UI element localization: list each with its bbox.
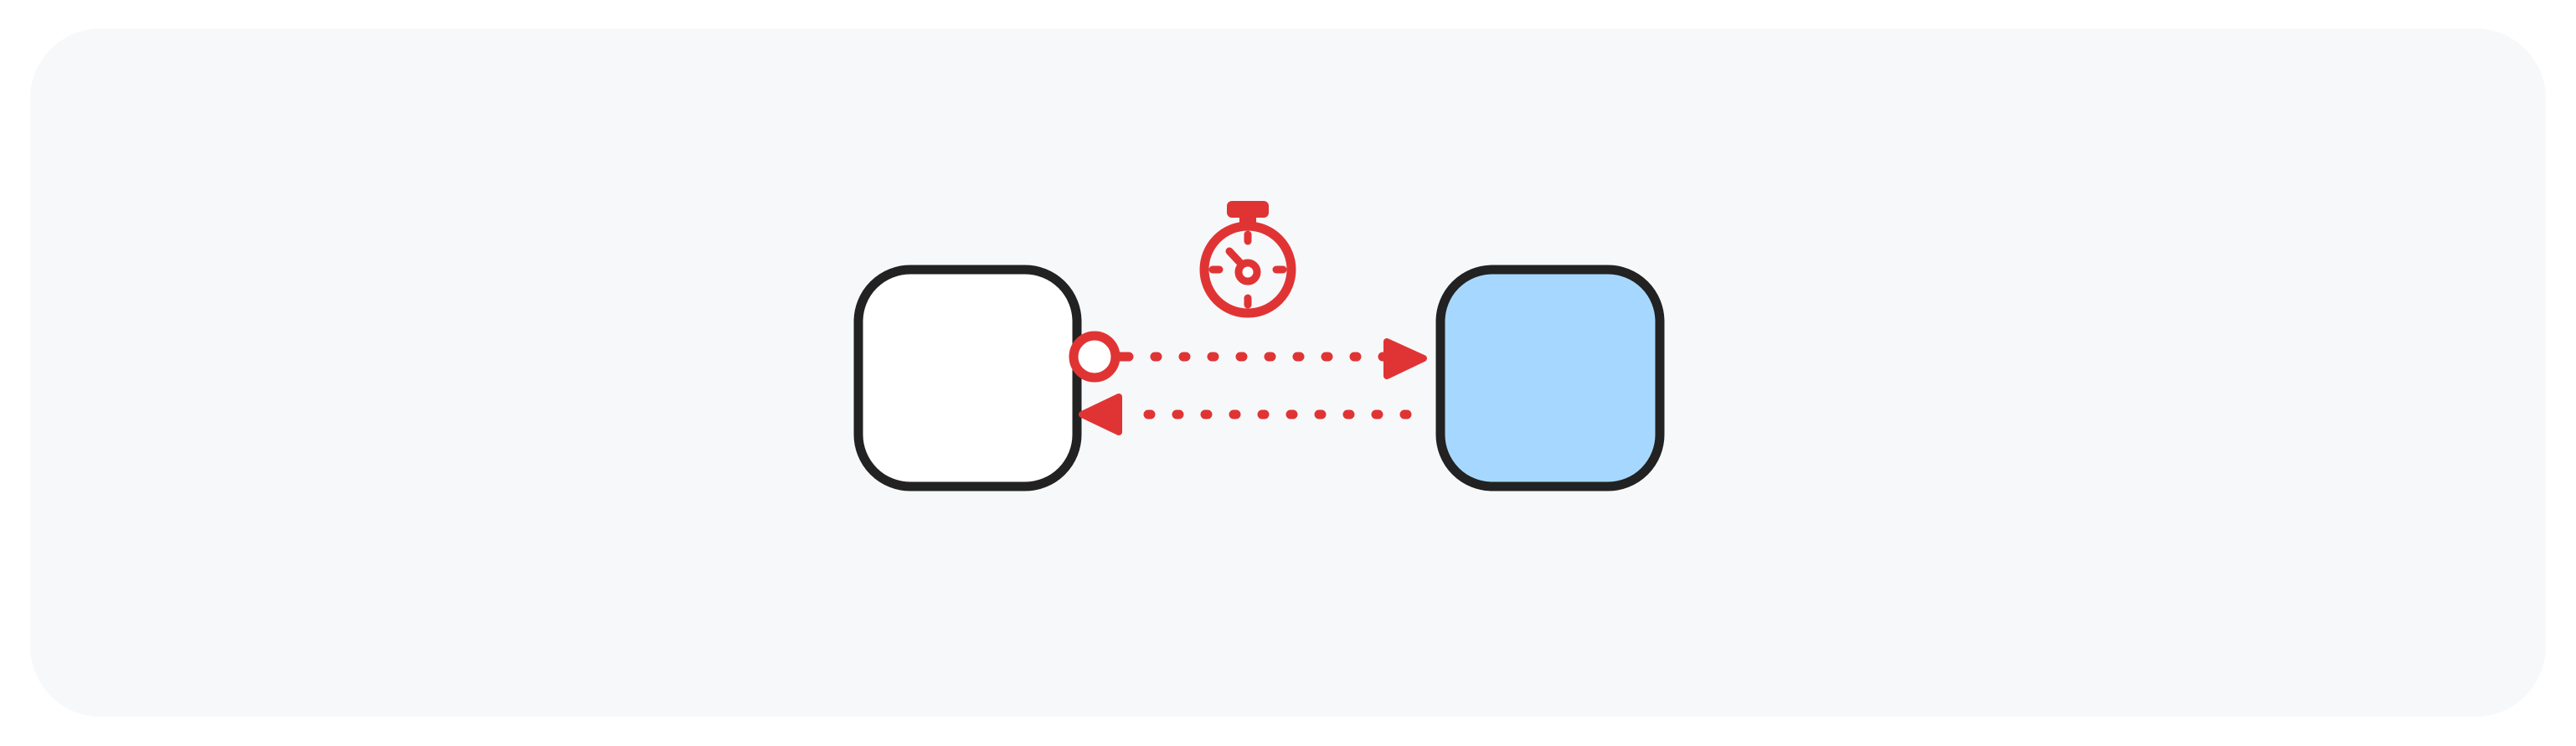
node-a[interactable] [853,265,1082,491]
circle-endpoint-icon [1069,331,1121,383]
triangle-arrowhead-icon [1079,394,1122,435]
stopwatch-icon [1199,201,1296,318]
triangle-arrowhead-icon [1383,338,1427,379]
node-b[interactable] [1435,265,1665,491]
diagram-canvas [30,28,2546,717]
